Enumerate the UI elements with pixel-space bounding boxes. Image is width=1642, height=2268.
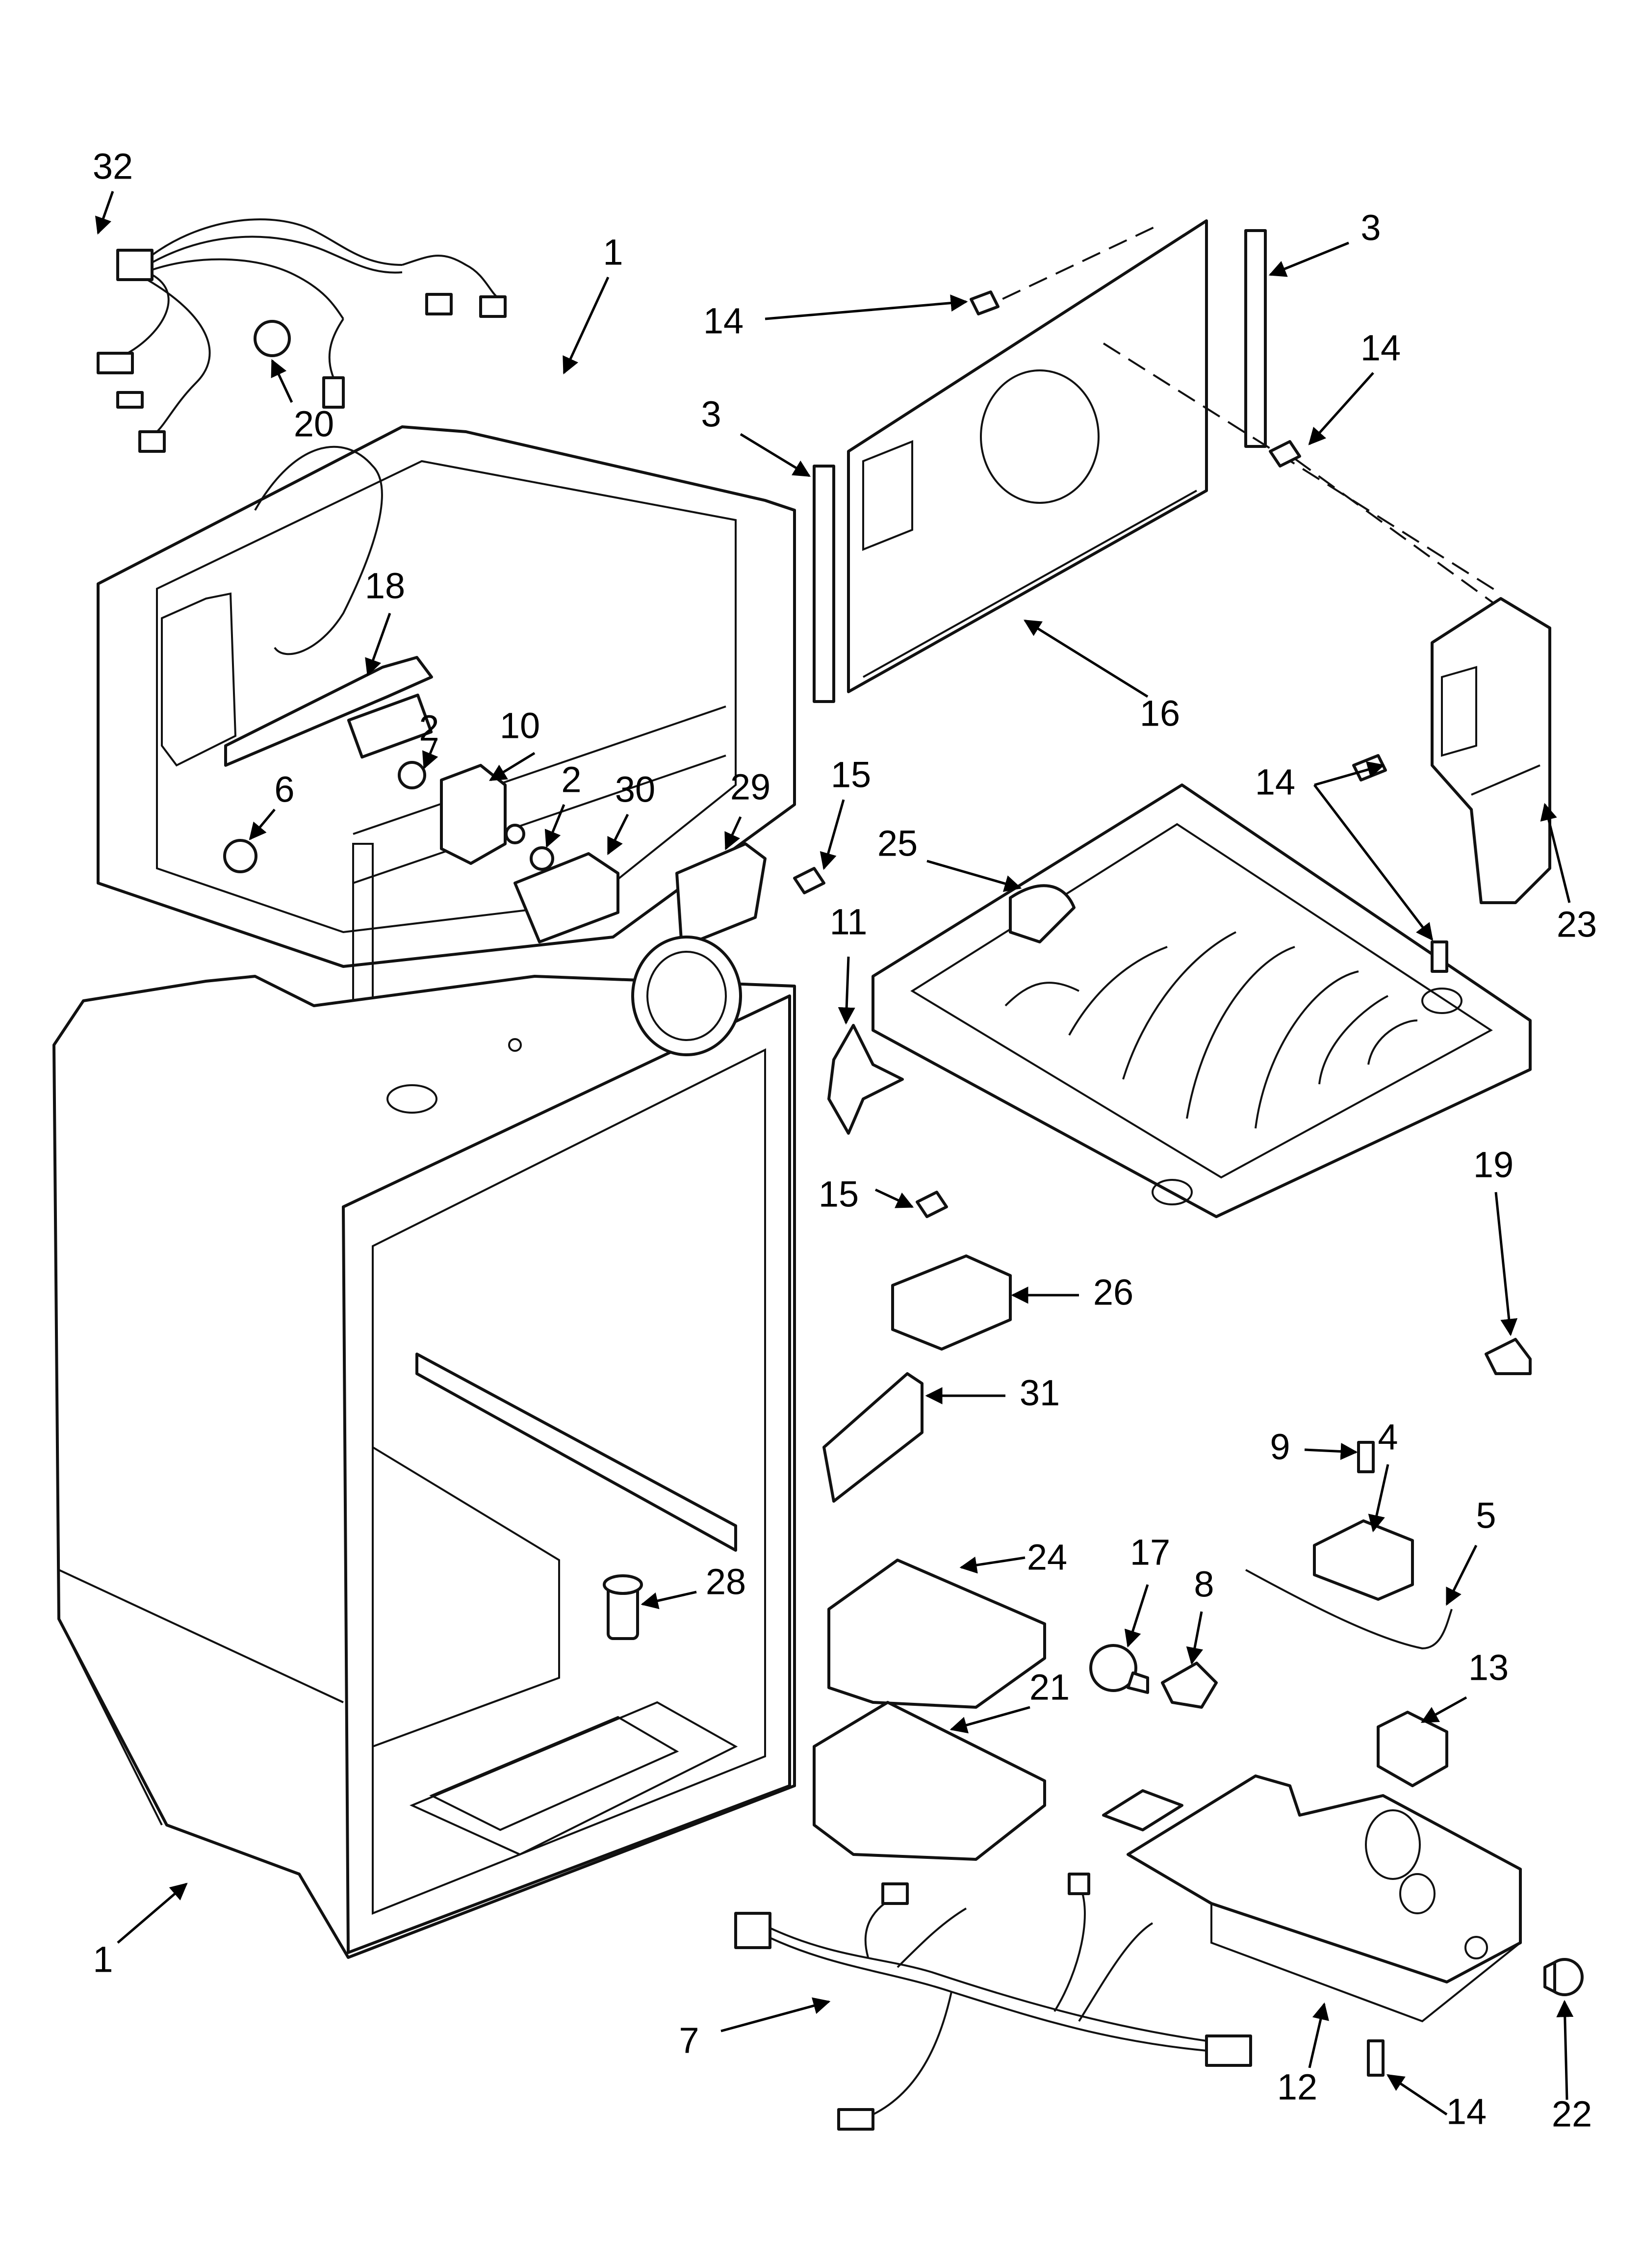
callout-30: 30 xyxy=(615,769,655,810)
part-13 xyxy=(1377,1711,1448,1787)
light-bulb xyxy=(1089,1644,1149,1694)
callout-9: 9 xyxy=(1270,1427,1290,1467)
callout-22: 22 xyxy=(1552,2094,1592,2135)
screw-15a xyxy=(793,867,825,894)
callout-25: 25 xyxy=(877,823,918,864)
screw-14b xyxy=(1269,440,1301,468)
callout-11: 11 xyxy=(830,902,868,942)
knob-22 xyxy=(1543,1958,1584,1996)
callout-15-bottom: 15 xyxy=(819,1174,859,1215)
callout-16: 16 xyxy=(1140,693,1180,734)
control-housing xyxy=(1102,1774,1522,2023)
wire-harness-top xyxy=(97,218,507,453)
part-31 xyxy=(822,1372,924,1503)
bracket-30 xyxy=(513,852,619,943)
callout-14-d: 14 xyxy=(1446,2091,1487,2132)
callout-1-bottom: 1 xyxy=(93,1939,113,1980)
control-10 xyxy=(440,764,525,865)
callout-3-left: 3 xyxy=(701,394,721,435)
callout-29: 29 xyxy=(730,767,770,808)
screw-14d xyxy=(1431,940,1448,973)
callout-17: 17 xyxy=(1130,1532,1170,1573)
part-4 xyxy=(1313,1519,1414,1601)
callout-2-a: 2 xyxy=(419,708,439,749)
gasket-left xyxy=(813,465,835,703)
part-8 xyxy=(1161,1662,1218,1709)
alignment-line-b xyxy=(1294,458,1502,609)
callout-28: 28 xyxy=(706,1562,746,1602)
callout-2-b: 2 xyxy=(561,759,581,800)
callout-21: 21 xyxy=(1029,1667,1070,1708)
duct-cover xyxy=(1431,597,1551,904)
callout-18: 18 xyxy=(365,566,405,606)
part-5-tube xyxy=(1245,1569,1453,1650)
part-26 xyxy=(891,1254,1012,1351)
callout-20: 20 xyxy=(294,404,334,444)
bracket-18 xyxy=(224,656,433,767)
callout-6: 6 xyxy=(274,769,294,810)
part-24 xyxy=(827,1559,1046,1709)
callout-1-top: 1 xyxy=(603,232,623,273)
fresh-food-liner xyxy=(52,975,796,1959)
gasket-right xyxy=(1244,229,1267,448)
screw-2a xyxy=(398,761,426,789)
callout-7: 7 xyxy=(679,2020,699,2061)
screw-14c xyxy=(1352,754,1387,782)
callout-31: 31 xyxy=(1020,1373,1060,1413)
callout-12: 12 xyxy=(1277,2067,1317,2108)
screw-14e xyxy=(1367,2039,1385,2077)
callout-24: 24 xyxy=(1027,1537,1067,1578)
fan-blade xyxy=(827,1024,904,1135)
back-panel xyxy=(847,219,1208,693)
callout-19: 19 xyxy=(1473,1145,1514,1185)
callout-3-right: 3 xyxy=(1360,208,1381,248)
callout-15-top: 15 xyxy=(831,755,871,795)
screw-9 xyxy=(1357,1441,1375,1473)
alignment-line-a xyxy=(1103,342,1502,595)
leader-lines xyxy=(95,191,1574,2116)
callout-23: 23 xyxy=(1557,904,1597,945)
callout-4: 4 xyxy=(1378,1417,1398,1458)
plug-6 xyxy=(223,839,257,873)
callout-32: 32 xyxy=(93,146,133,187)
part-21 xyxy=(813,1701,1046,1861)
fan-shroud-ring xyxy=(631,936,742,1056)
wire-harness-bottom xyxy=(734,1873,1252,2131)
screw-15b xyxy=(916,1191,948,1218)
callout-26: 26 xyxy=(1093,1272,1133,1313)
screw-2b xyxy=(530,846,554,871)
part-28 xyxy=(603,1574,643,1640)
evaporator-cover xyxy=(872,783,1532,1218)
screw-14a xyxy=(970,290,1000,315)
callout-labels: 32 1 20 14 3 3 14 18 16 2 10 6 2 30 29 1… xyxy=(93,146,1597,2135)
callout-14-c: 14 xyxy=(1255,762,1295,803)
callout-14-b: 14 xyxy=(1360,328,1401,368)
callout-13: 13 xyxy=(1468,1647,1509,1688)
callout-8: 8 xyxy=(1194,1564,1214,1605)
part-19 xyxy=(1485,1338,1532,1375)
callout-14-a: 14 xyxy=(703,301,744,341)
callout-10: 10 xyxy=(500,705,540,746)
callout-5: 5 xyxy=(1476,1495,1496,1536)
